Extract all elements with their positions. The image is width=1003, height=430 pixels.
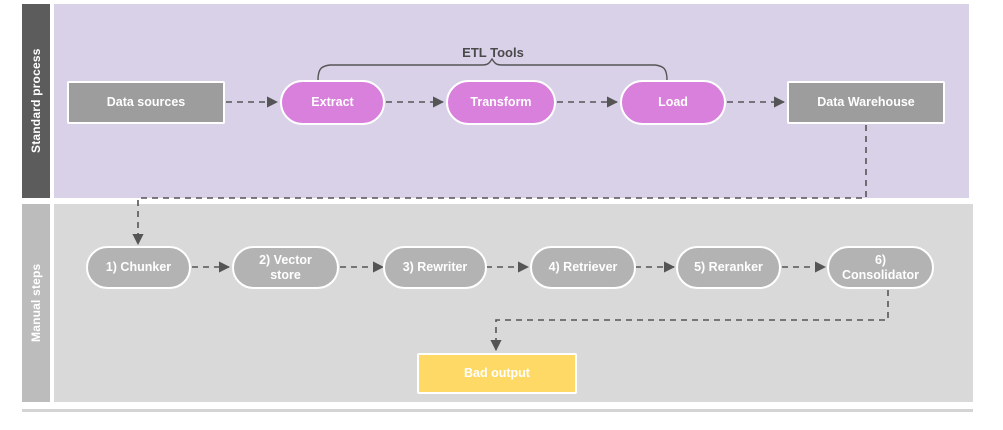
- node-retriever-label: 4) Retriever: [548, 260, 618, 274]
- etl-tools-label: ETL Tools: [462, 45, 524, 60]
- node-vector-store-label: 2) Vector store: [259, 252, 312, 282]
- lane-label-standard-process: Standard process: [22, 4, 50, 198]
- node-data-sources-label: Data sources: [106, 95, 186, 109]
- node-data-sources[interactable]: Data sources: [67, 81, 225, 124]
- node-reranker[interactable]: 5) Reranker: [676, 246, 781, 289]
- node-retriever[interactable]: 4) Retriever: [530, 246, 636, 289]
- node-transform[interactable]: Transform: [446, 80, 556, 125]
- lane-label-manual-steps: Manual steps: [22, 204, 50, 402]
- node-bad-output-label: Bad output: [464, 366, 530, 380]
- node-bad-output[interactable]: Bad output: [417, 353, 577, 394]
- bottom-divider: [22, 409, 973, 412]
- node-load[interactable]: Load: [620, 80, 726, 125]
- node-vector-store[interactable]: 2) Vector store: [232, 246, 339, 289]
- node-data-warehouse-label: Data Warehouse: [817, 95, 915, 109]
- node-rewriter[interactable]: 3) Rewriter: [383, 246, 487, 289]
- node-consolidator-label: 6) Consolidator: [841, 252, 920, 282]
- node-data-warehouse[interactable]: Data Warehouse: [787, 81, 945, 124]
- node-transform-label: Transform: [470, 95, 532, 109]
- node-extract[interactable]: Extract: [280, 80, 385, 125]
- node-chunker[interactable]: 1) Chunker: [86, 246, 191, 289]
- node-consolidator[interactable]: 6) Consolidator: [827, 246, 934, 289]
- node-reranker-label: 5) Reranker: [694, 260, 763, 274]
- node-extract-label: Extract: [311, 95, 354, 109]
- node-chunker-label: 1) Chunker: [105, 260, 172, 274]
- node-load-label: Load: [658, 95, 688, 109]
- node-rewriter-label: 3) Rewriter: [402, 260, 468, 274]
